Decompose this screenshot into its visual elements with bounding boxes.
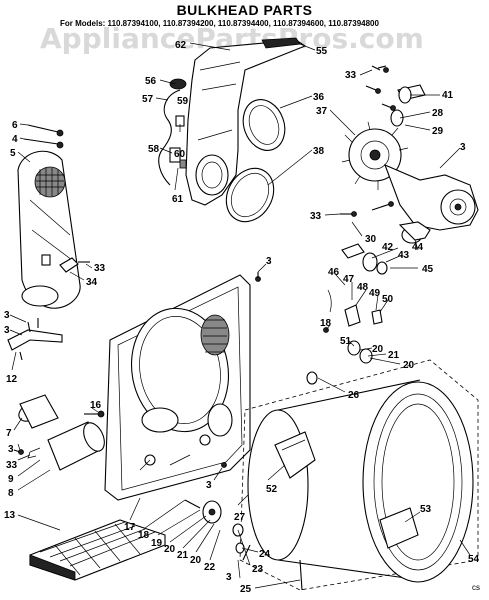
model-list: For Models: 110.87394100, 110.87394200, … (60, 19, 379, 28)
callout-18-bottom: 18 (138, 530, 150, 541)
callout-33-left: 33 (6, 460, 18, 471)
lint-duct-5 (17, 150, 81, 309)
callout-23: 23 (252, 564, 264, 575)
callout-43: 43 (398, 250, 410, 261)
callout-20-bottom-a: 20 (164, 544, 176, 555)
callout-21-right: 21 (388, 350, 400, 361)
lint-screen-13 (29, 519, 166, 581)
callout-30: 30 (365, 234, 377, 245)
callout-13: 13 (4, 510, 16, 521)
clip-34 (59, 257, 90, 273)
callout-51: 51 (340, 336, 352, 347)
callout-52: 52 (266, 484, 278, 495)
callout-4: 4 (12, 134, 18, 145)
gasket-ring-38 (225, 167, 275, 223)
leader-lines (9, 42, 471, 589)
callout-18-right: 18 (320, 318, 332, 329)
callout-7: 7 (6, 428, 12, 439)
thermostat-wiring-parts (158, 78, 187, 186)
gasket-ring-36 (242, 99, 286, 151)
callout-3-bracket-b: 3 (4, 325, 10, 336)
drum-rollers-and-guides (184, 243, 388, 554)
callout-44: 44 (412, 242, 424, 253)
callout-42: 42 (382, 242, 394, 253)
callout-38: 38 (313, 146, 325, 157)
callout-6: 6 (12, 120, 18, 131)
callout-57: 57 (142, 94, 154, 105)
callout-53: 53 (420, 504, 432, 515)
callout-22: 22 (204, 562, 216, 573)
callout-20-right-a: 20 (372, 344, 384, 355)
lint-filter-housing (18, 394, 105, 471)
callout-47: 47 (343, 274, 355, 285)
callout-9: 9 (8, 474, 14, 485)
callout-36: 36 (313, 92, 325, 103)
callout-3-drum: 3 (226, 572, 232, 583)
callout-21-bottom: 21 (177, 550, 189, 561)
callout-33-motor: 33 (345, 70, 357, 81)
callout-3-left: 3 (8, 444, 14, 455)
callout-60: 60 (174, 149, 186, 160)
callout-27: 27 (234, 512, 246, 523)
callout-49: 49 (369, 288, 381, 299)
callout-48: 48 (357, 282, 369, 293)
callout-46: 46 (328, 267, 340, 278)
callout-25: 25 (240, 584, 252, 595)
callout-8: 8 (8, 488, 14, 499)
callout-37: 37 (316, 106, 328, 117)
callout-59: 59 (177, 96, 189, 107)
callout-20-bottom-b: 20 (190, 555, 202, 566)
small-fasteners-left (13, 410, 105, 455)
callout-labels: 62 55 56 57 59 36 33 41 28 37 29 3 6 4 5… (4, 40, 480, 595)
motor-screws (365, 65, 396, 111)
callout-5: 5 (10, 148, 16, 159)
drive-motor-assembly (341, 84, 479, 244)
callout-29: 29 (432, 126, 444, 137)
callout-62: 62 (175, 40, 187, 51)
callout-3-bottom: 3 (206, 480, 212, 491)
drum-baffle-52 (274, 431, 419, 549)
callout-45: 45 (422, 264, 434, 275)
callout-50: 50 (382, 294, 394, 305)
callout-56: 56 (145, 76, 157, 87)
bulkhead-panel-17 (104, 274, 251, 501)
callout-55: 55 (316, 46, 328, 57)
screws-right (221, 201, 394, 468)
callout-41: 41 (442, 90, 454, 101)
callout-3-top: 3 (266, 256, 272, 267)
callout-17: 17 (124, 522, 136, 533)
callout-20-right-b: 20 (403, 360, 415, 371)
screws-6-4 (23, 124, 64, 149)
callout-19: 19 (151, 538, 163, 549)
callout-33-right: 33 (310, 211, 322, 222)
blower-housing-part (185, 37, 307, 206)
callout-28: 28 (432, 108, 444, 119)
callout-33-clip: 33 (94, 263, 106, 274)
page-title: BULKHEAD PARTS (176, 2, 313, 18)
corner-code: cs (472, 583, 480, 592)
callout-26: 26 (348, 390, 360, 401)
callout-3-motor: 3 (460, 142, 466, 153)
callout-58: 58 (148, 144, 160, 155)
callout-34: 34 (86, 277, 98, 288)
callout-3-bracket-a: 3 (4, 310, 10, 321)
callout-61: 61 (172, 194, 184, 205)
callout-12: 12 (6, 374, 18, 385)
callout-24: 24 (259, 549, 271, 560)
callout-16: 16 (90, 400, 102, 411)
bracket-12 (7, 318, 63, 361)
callout-54: 54 (468, 554, 480, 565)
